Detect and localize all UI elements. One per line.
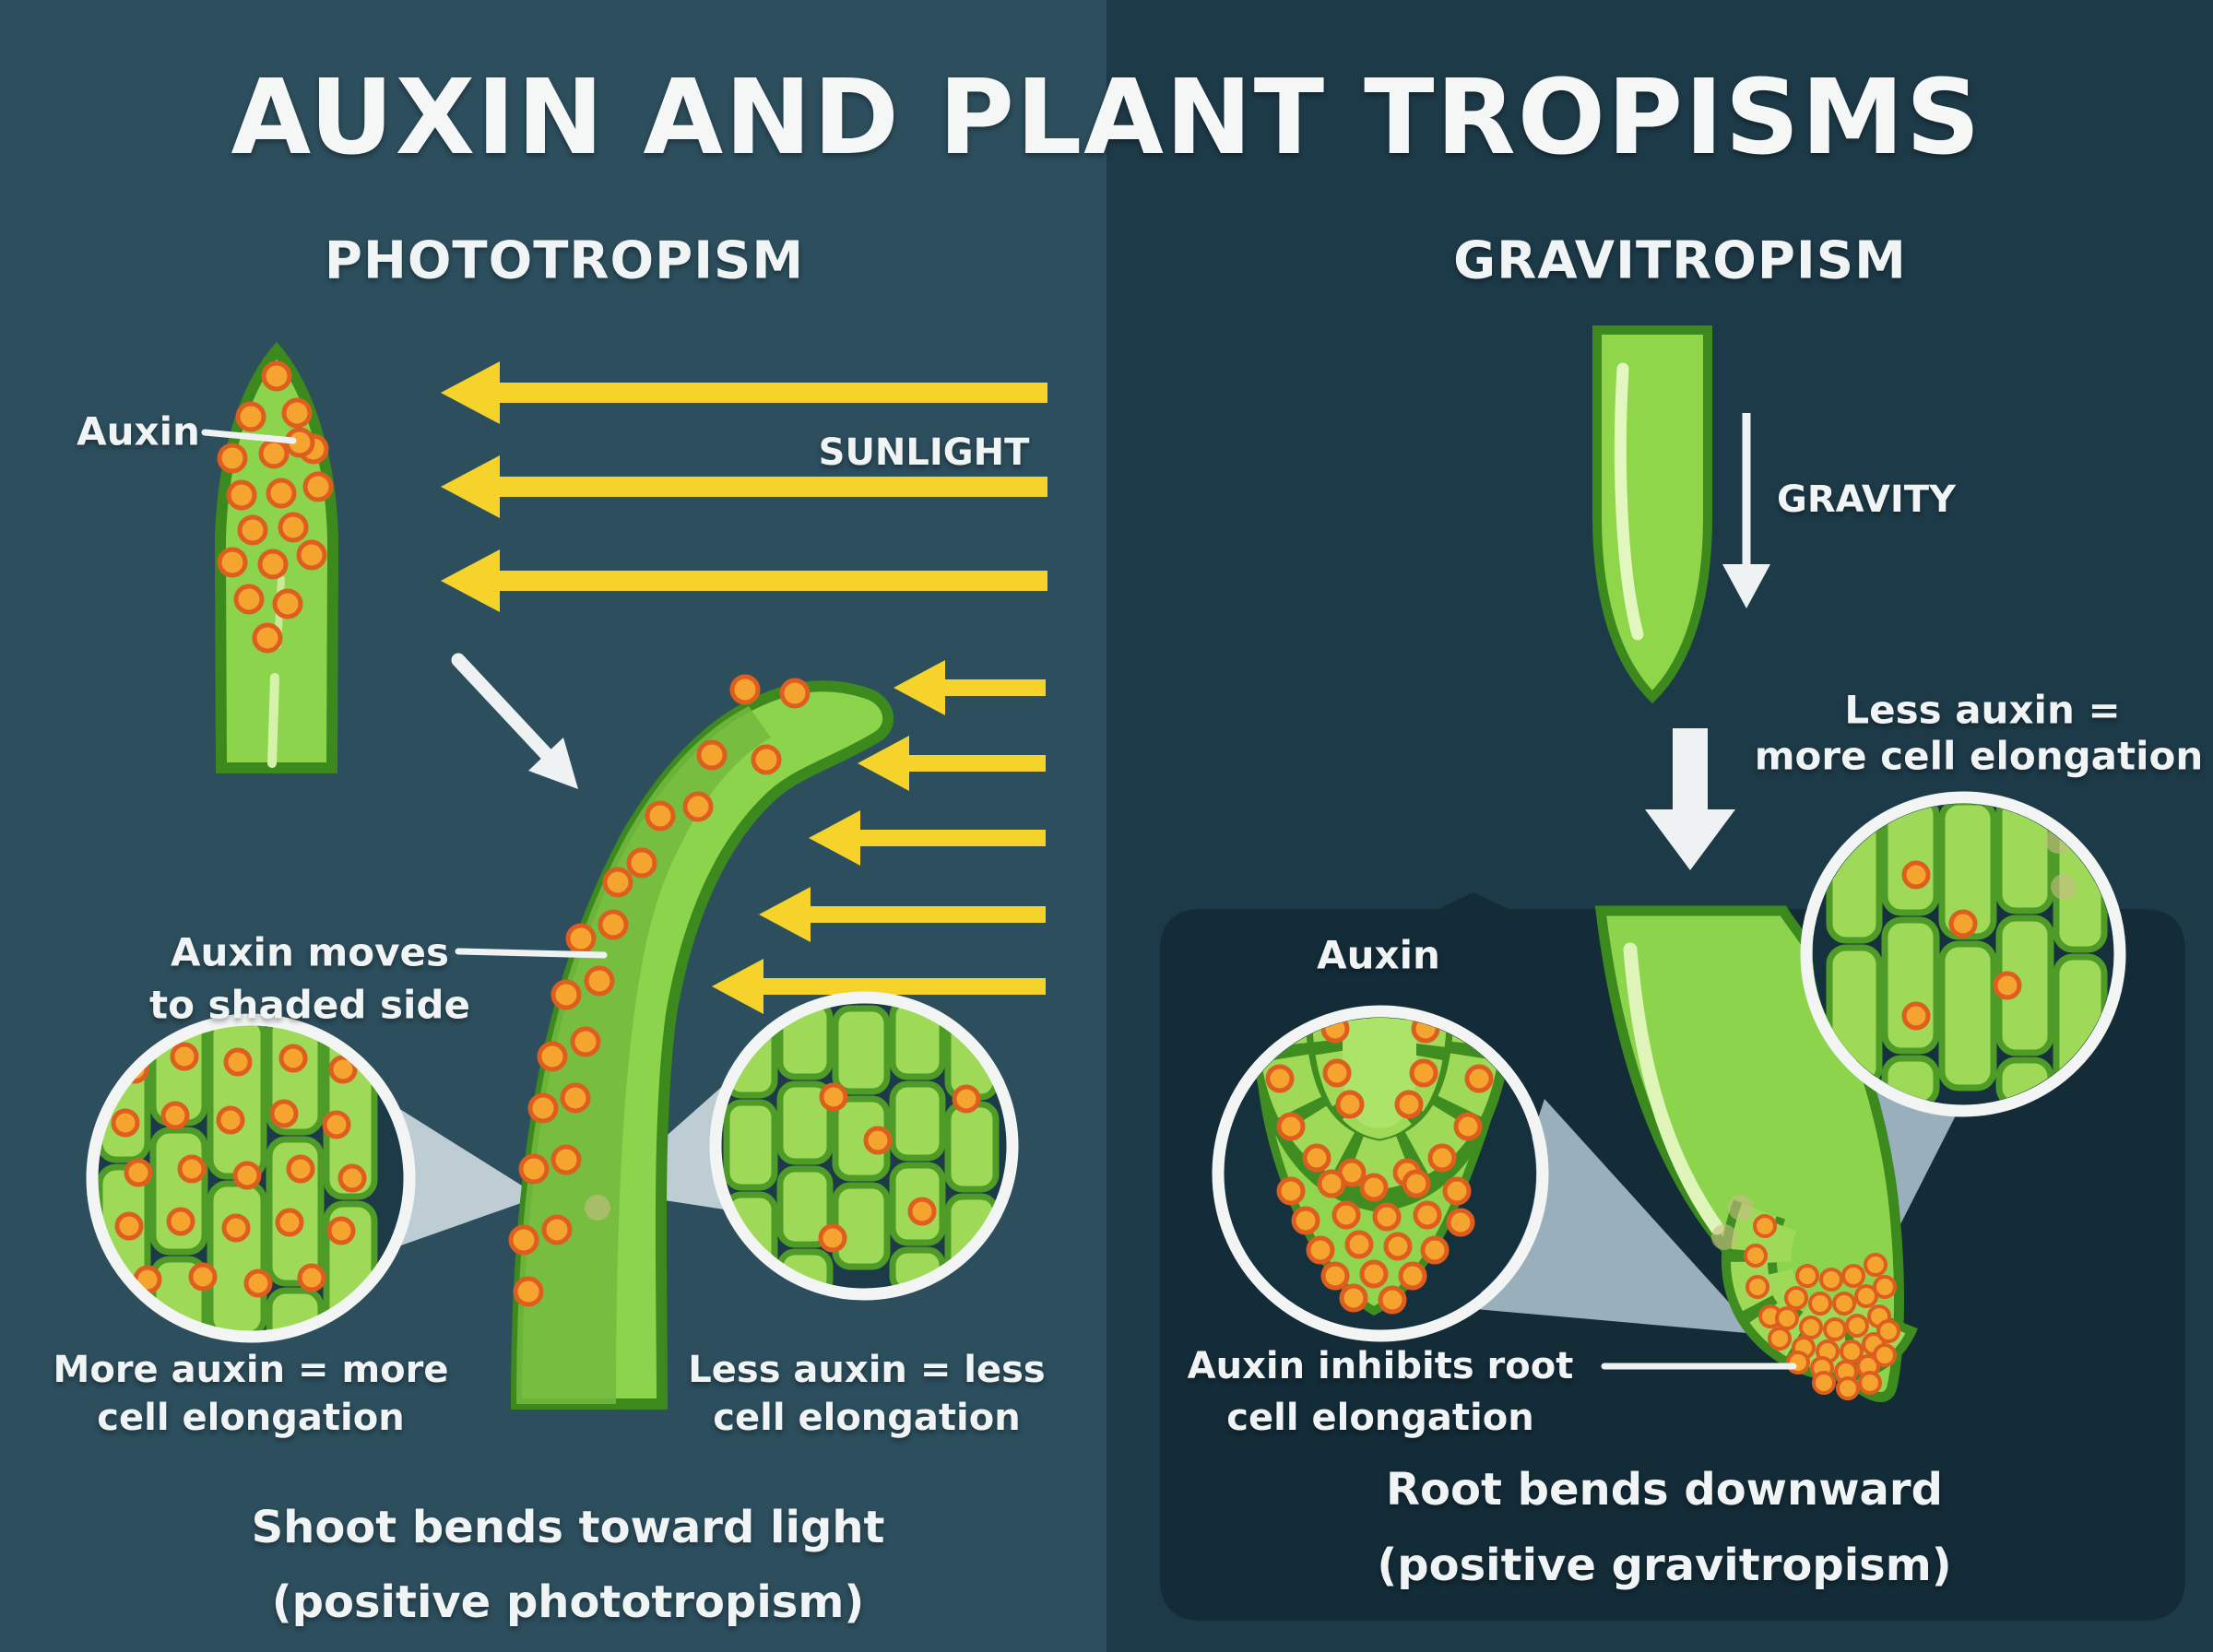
down-arrow-to-soil [1645,728,1735,870]
less-auxin-gravi-line2: more cell elongation [1754,733,2204,779]
auxin-moves-label-line2: to shaded side [149,982,470,1028]
auxin-inhibits-line1: Auxin inhibits root [1187,1345,1574,1387]
root-caption-line1: Root bends downward [1386,1464,1943,1516]
gravitropism-heading: GRAVITROPISM [1453,230,1907,291]
gravitropism-diagram [1160,325,2185,1621]
auxin-leader-line [201,429,297,444]
less-auxin-label-line1: Less auxin = less [688,1349,1046,1391]
auxin-moves-label-line1: Auxin moves [171,929,449,975]
shoot-caption-line1: Shoot bends toward light [251,1502,885,1553]
auxin-label-root: Auxin [1317,932,1440,978]
magnifier-less-auxin [709,991,1019,1301]
root-caption-line2: (positive gravitropism) [1377,1540,1952,1591]
shoot-tip-upright [214,341,339,773]
bending-transition-arrow [451,653,578,789]
auxin-label-shoot: Auxin [77,408,200,454]
root-tip-upright [1592,325,1712,704]
shoot-caption-line2: (positive phototropism) [271,1576,865,1628]
more-auxin-label-line2: cell elongation [97,1397,405,1439]
phototropism-diagram [86,341,1047,1410]
poster-title: AUXIN AND PLANT TROPISMS [231,58,1982,178]
sunlight-arrows-short [712,660,1046,1014]
magnifier-more-auxin [86,1013,416,1343]
magnifier-more-elongation [1800,791,2126,1117]
sunlight-label: SUNLIGHT [818,431,1030,474]
less-auxin-gravi-line1: Less auxin = [1844,687,2121,733]
magnifier-root-cap-auxin [1212,1005,1549,1342]
less-auxin-label-line2: cell elongation [713,1397,1021,1439]
phototropism-heading: PHOTOTROPISM [324,230,805,291]
more-auxin-label-line1: More auxin = more [53,1349,449,1391]
shoot-bent-toward-light [511,677,894,1410]
magnifier-wedge-left [398,1108,539,1246]
gravity-label: GRAVITY [1777,478,1956,521]
moves-leader-line [455,948,608,959]
gravity-arrow [1722,413,1770,608]
sunlight-arrows [441,361,1047,612]
auxin-inhibits-line2: cell elongation [1226,1397,1534,1439]
